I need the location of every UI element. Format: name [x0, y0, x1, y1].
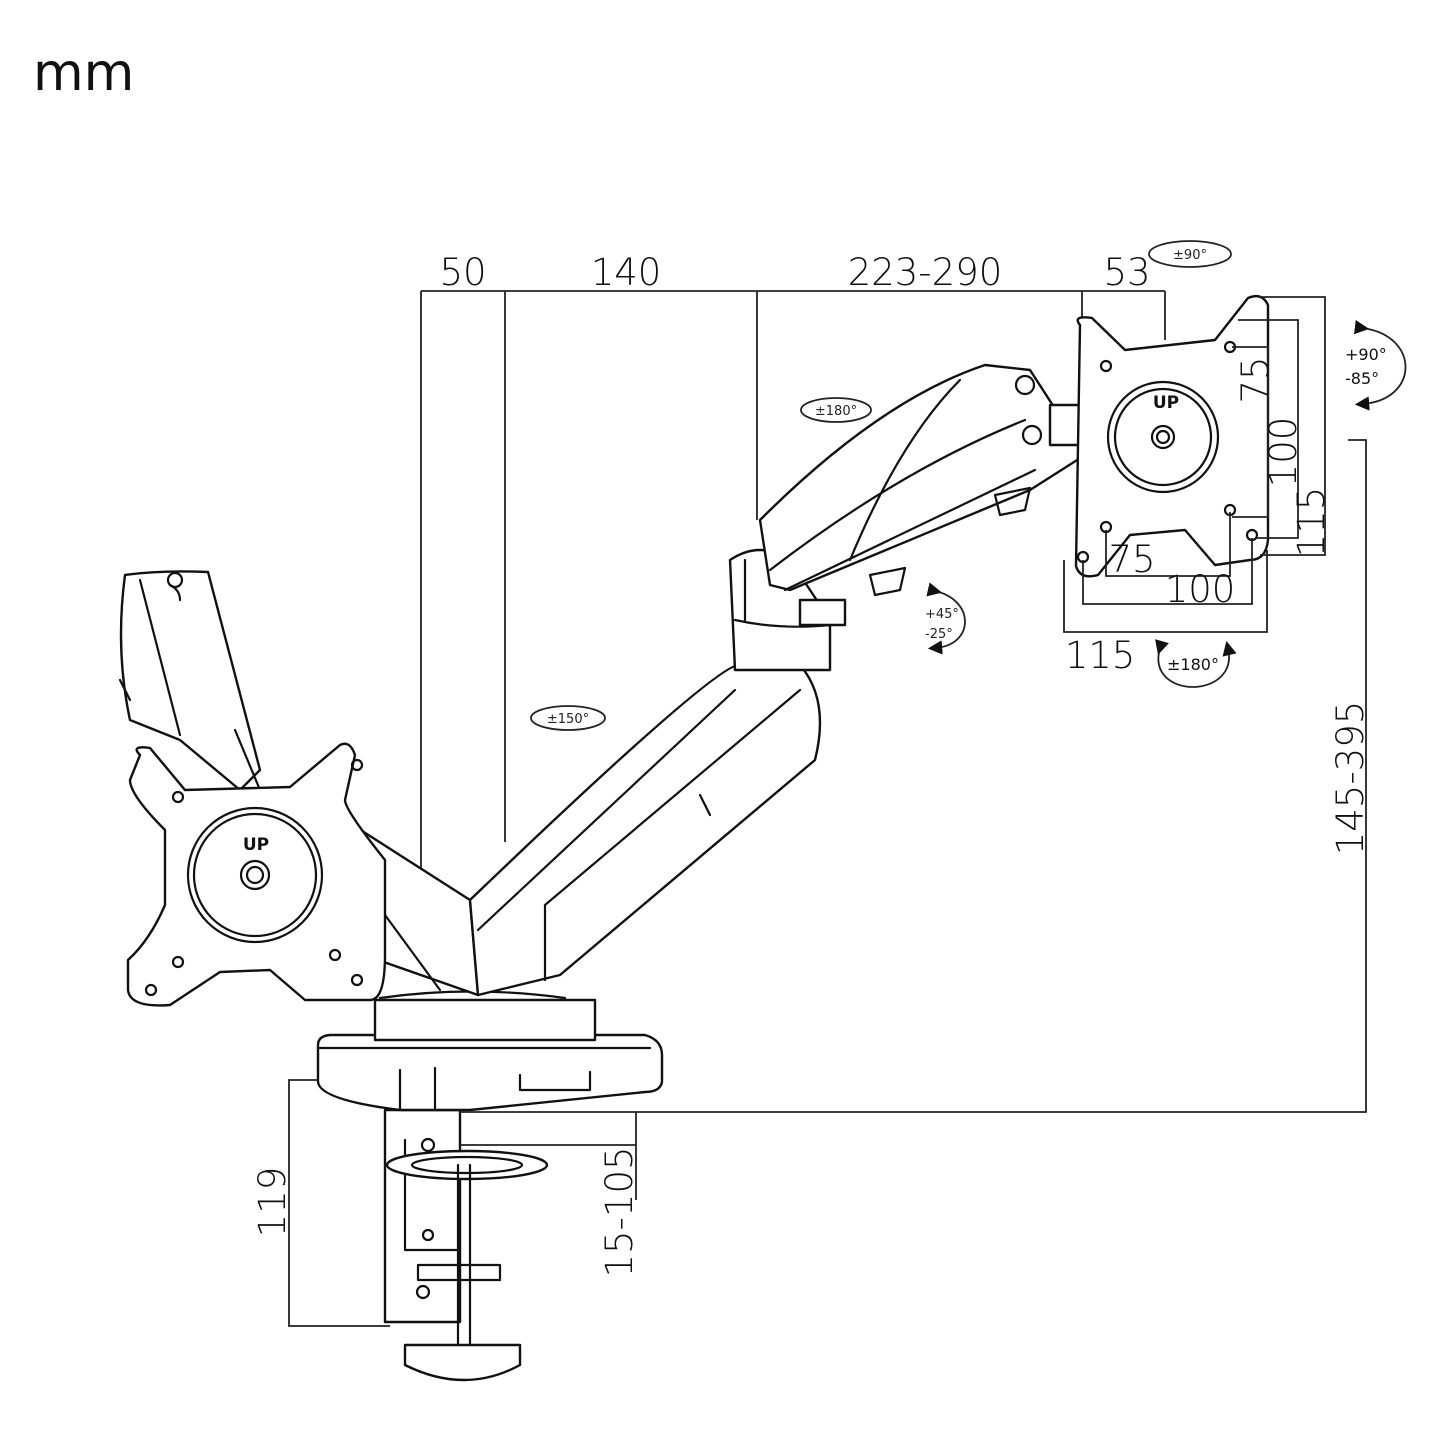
vesa-vertical-115: 115	[1290, 487, 1333, 558]
svg-text:+45°: +45°	[925, 607, 959, 622]
tilt-indicator-plate: +90° -85°	[1345, 319, 1407, 411]
dim-53: 53	[1103, 251, 1150, 294]
desk-clamp	[383, 1108, 549, 1382]
unit-label: mm	[33, 43, 134, 103]
vesa-horizontal-115: 115	[1065, 634, 1136, 677]
rotation-indicator-plate: ±180°	[1155, 639, 1237, 688]
dim-140: 140	[591, 251, 662, 294]
base	[316, 990, 664, 1112]
vesa-horizontal-100: 100	[1165, 568, 1236, 611]
rotation-icon-swivel-top: ±90°	[1148, 240, 1232, 268]
desk-thickness-label: 15-105	[598, 1146, 641, 1277]
upper-arm	[758, 363, 1087, 627]
vesa-horizontal-75: 75	[1108, 538, 1155, 581]
svg-text:+90°: +90°	[1345, 345, 1387, 364]
left-arm-folded	[118, 570, 262, 792]
svg-text:-25°: -25°	[925, 627, 953, 642]
height-range-label: 145-395	[1329, 701, 1372, 856]
height-dimension-lines	[288, 439, 1367, 1327]
svg-text:±180°: ±180°	[815, 404, 857, 419]
dim-50: 50	[439, 251, 486, 294]
up-label-left: UP	[243, 835, 269, 855]
vesa-plate-left: UP	[126, 742, 387, 1007]
svg-text:±150°: ±150°	[547, 712, 589, 727]
rotation-icon-swivel-base: ±150°	[530, 705, 606, 731]
svg-text:±90°: ±90°	[1173, 248, 1207, 263]
svg-text:±180°: ±180°	[1167, 655, 1219, 674]
vesa-vertical-75: 75	[1234, 356, 1277, 403]
rotation-icon-swivel-arm: ±180°	[800, 397, 872, 423]
svg-text:-85°: -85°	[1345, 369, 1379, 388]
vesa-vertical-100: 100	[1262, 417, 1305, 488]
top-dimension-lines	[420, 290, 1166, 870]
clamp-height-label: 119	[251, 1167, 294, 1238]
dim-223-290: 223-290	[848, 251, 1003, 294]
lower-arm-right	[468, 663, 822, 997]
up-label-right: UP	[1153, 393, 1179, 413]
tilt-indicator-arm: +45° -25°	[925, 582, 966, 655]
vesa-plate-right: UP	[1074, 294, 1270, 578]
vesa-dimension-lines	[1063, 296, 1326, 633]
